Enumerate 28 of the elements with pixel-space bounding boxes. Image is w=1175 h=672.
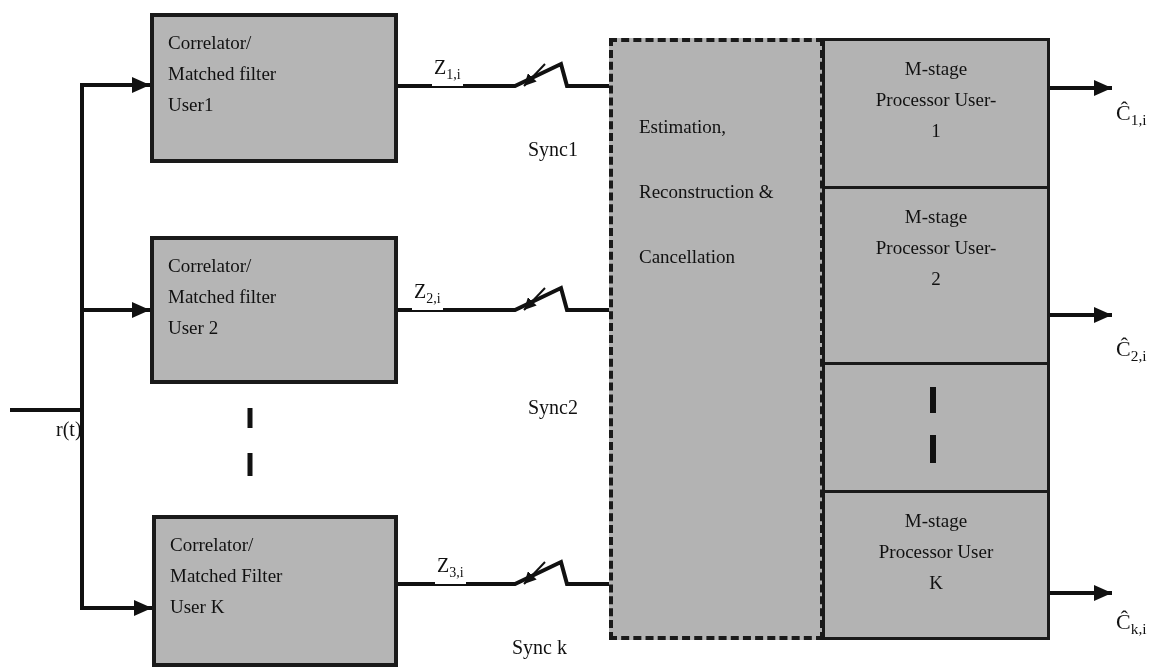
- block-text: M-stage Processor User- 1: [875, 57, 997, 143]
- block-text: Estimation, Reconstruction & Cancellation: [639, 115, 775, 269]
- block-text: M-stage Processor User K: [877, 509, 995, 595]
- estimation-block: [609, 38, 824, 640]
- processor-block: [822, 186, 1050, 365]
- connector-line: [1050, 307, 1112, 323]
- connector-line: [10, 408, 152, 616]
- filter-block: [150, 236, 398, 384]
- filter-block: [152, 515, 398, 667]
- signal-label: Sync k: [512, 636, 567, 659]
- connector-line: [398, 61, 609, 88]
- connector-line: [398, 285, 609, 312]
- block-text: M-stage Processor User- 2: [875, 205, 997, 291]
- block-text: Correlator/ Matched Filter User K: [170, 533, 284, 619]
- empty-block: [822, 362, 1050, 493]
- connector-line: [1050, 80, 1112, 96]
- connector-line: [1050, 585, 1112, 601]
- output-label: Ĉ$_{1,i}$: [1116, 100, 1148, 131]
- processor-block: [822, 490, 1050, 640]
- processor-block: [822, 38, 1050, 189]
- output-label: Ĉ$_{2,i}$: [1116, 336, 1148, 367]
- filter-block: [150, 13, 398, 163]
- block-text: Correlator/ Matched filter User 2: [168, 254, 278, 340]
- block-text: Correlator/ Matched filter User1: [168, 31, 278, 117]
- connector-line: [398, 559, 609, 586]
- signal-label: Sync1: [528, 138, 578, 161]
- signal-label: Sync2: [528, 396, 578, 419]
- output-label: Ĉ$_{k,i}$: [1116, 609, 1148, 640]
